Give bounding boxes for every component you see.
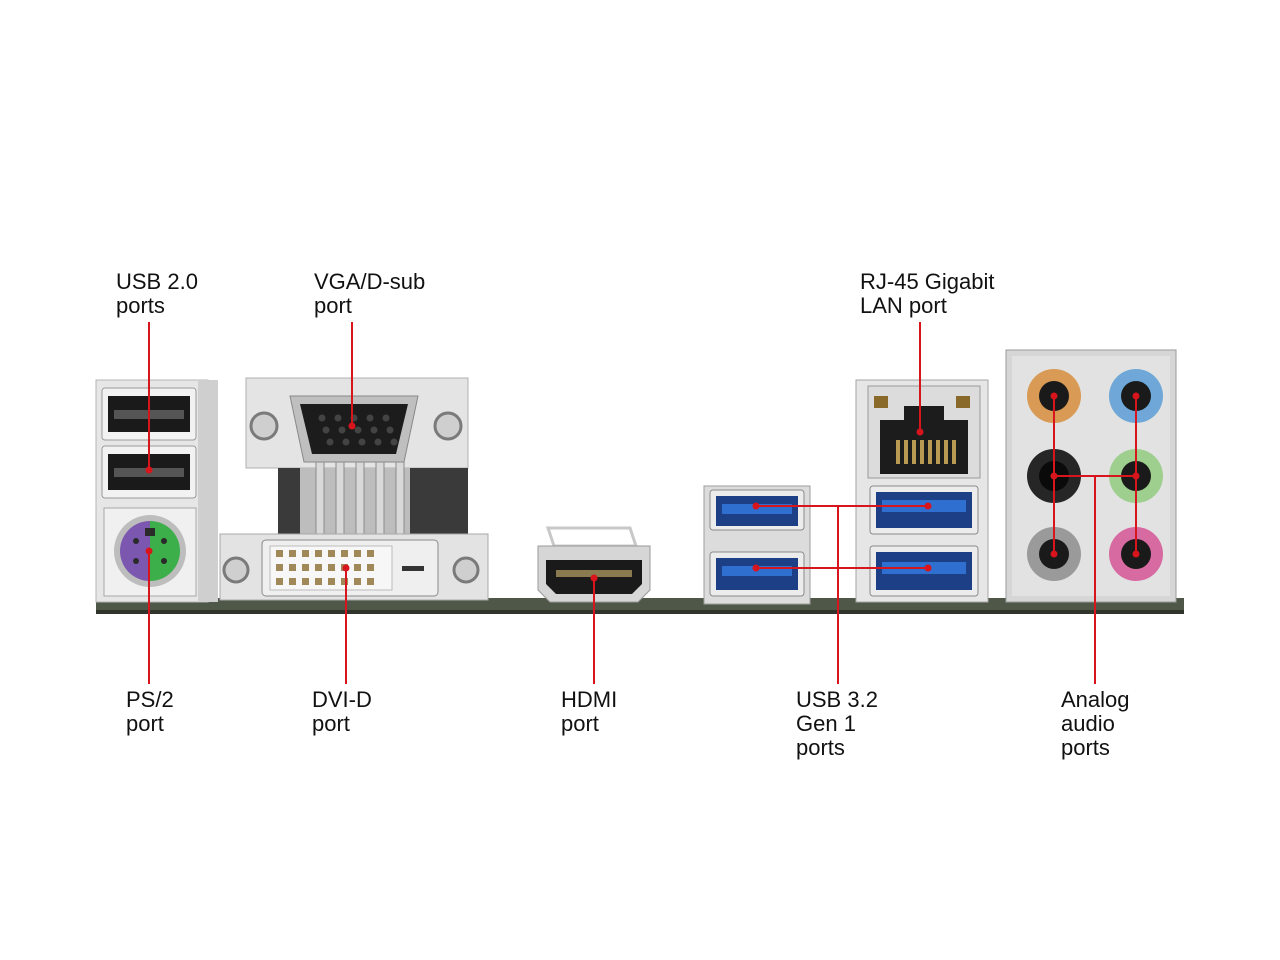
label-usb20-line2: ports: [116, 293, 165, 318]
dot-audio-2: [1132, 392, 1140, 400]
label-rj45: RJ-45 Gigabit LAN port: [860, 270, 995, 318]
usb20-ps2-stack: [95, 379, 218, 603]
dot-dvi: [342, 564, 350, 572]
label-usb20-line1: USB 2.0: [116, 269, 198, 294]
vga-port: [249, 395, 463, 463]
label-audio-line2: audio: [1061, 711, 1115, 736]
label-ps2: PS/2 port: [126, 688, 174, 736]
dot-audio-5: [1050, 550, 1058, 558]
label-usb32-line3: ports: [796, 735, 845, 760]
usb32-port-bottom: [709, 551, 805, 597]
dot-rj45: [916, 428, 924, 436]
label-hdmi-line1: HDMI: [561, 687, 618, 712]
label-audio: Analog audio ports: [1061, 688, 1130, 760]
dot-usb20: [145, 466, 153, 474]
rj45-usb32-stack: [855, 379, 989, 603]
label-audio-line3: ports: [1061, 735, 1110, 760]
label-usb32: USB 3.2 Gen 1 ports: [796, 688, 878, 760]
usb32-port-bottom-right: [869, 545, 979, 597]
dot-vga: [348, 422, 356, 430]
label-dvi: DVI-D port: [312, 688, 372, 736]
dot-hdmi: [590, 574, 598, 582]
label-usb32-line1: USB 3.2: [796, 687, 878, 712]
label-rj45-line2: LAN port: [860, 293, 947, 318]
label-ps2-line2: port: [126, 711, 164, 736]
dot-audio-4: [1132, 472, 1140, 480]
label-audio-line1: Analog: [1061, 687, 1130, 712]
label-rj45-line1: RJ-45 Gigabit: [860, 269, 995, 294]
dot-audio-1: [1050, 392, 1058, 400]
usb32-port-mid-right: [869, 485, 979, 535]
vga-dvi-stack: [219, 377, 489, 601]
dot-ps2: [145, 547, 153, 555]
label-dvi-line2: port: [312, 711, 350, 736]
label-hdmi: HDMI port: [561, 688, 617, 736]
label-vga: VGA/D-sub port: [314, 270, 425, 318]
label-hdmi-line2: port: [561, 711, 599, 736]
dot-usb32-d: [924, 564, 932, 572]
dot-usb32-b: [924, 502, 932, 510]
usb32-port-top: [709, 489, 805, 531]
usb32-stack: [703, 485, 811, 605]
label-dvi-line1: DVI-D: [312, 687, 372, 712]
label-usb32-line2: Gen 1: [796, 711, 856, 736]
label-vga-line1: VGA/D-sub: [314, 269, 426, 294]
dot-usb32-c: [752, 564, 760, 572]
rj45-port: [867, 385, 981, 479]
label-vga-line2: port: [314, 293, 352, 318]
label-usb20: USB 2.0 ports: [116, 270, 198, 318]
label-ps2-line1: PS/2: [126, 687, 174, 712]
dvi-port: [219, 533, 489, 601]
dot-audio-3: [1050, 472, 1058, 480]
dot-audio-6: [1132, 550, 1140, 558]
pcb-edge: [96, 610, 1184, 614]
dot-usb32-a: [752, 502, 760, 510]
